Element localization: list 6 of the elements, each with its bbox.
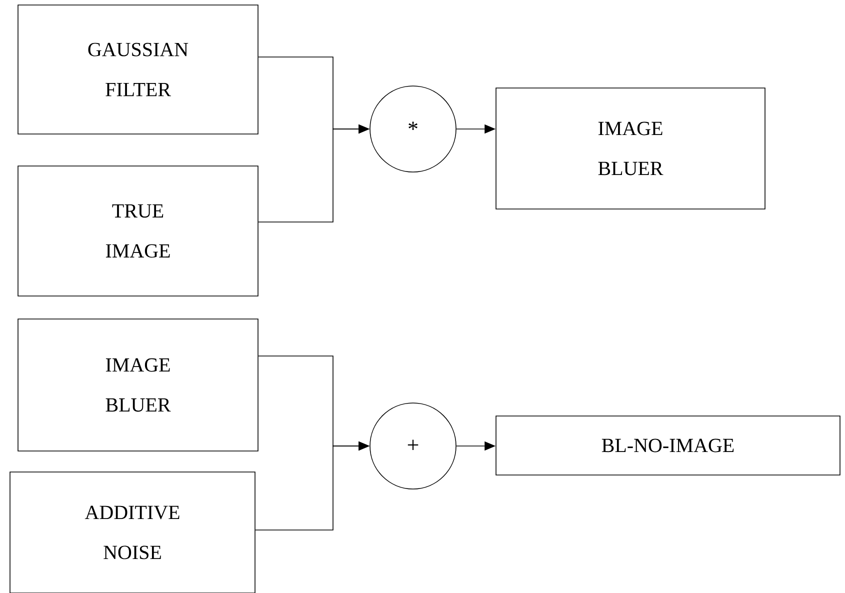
process-box: IMAGE BLUER bbox=[18, 318, 258, 452]
process-box: TRUE IMAGE bbox=[18, 166, 258, 296]
process-box: GAUSSIAN FILTER bbox=[18, 4, 258, 134]
process-box: IMAGE BLUER bbox=[496, 88, 766, 210]
process-box: BL-NO-IMAGE bbox=[496, 416, 840, 476]
process-box: ADDITIVE NOISE bbox=[10, 472, 256, 593]
